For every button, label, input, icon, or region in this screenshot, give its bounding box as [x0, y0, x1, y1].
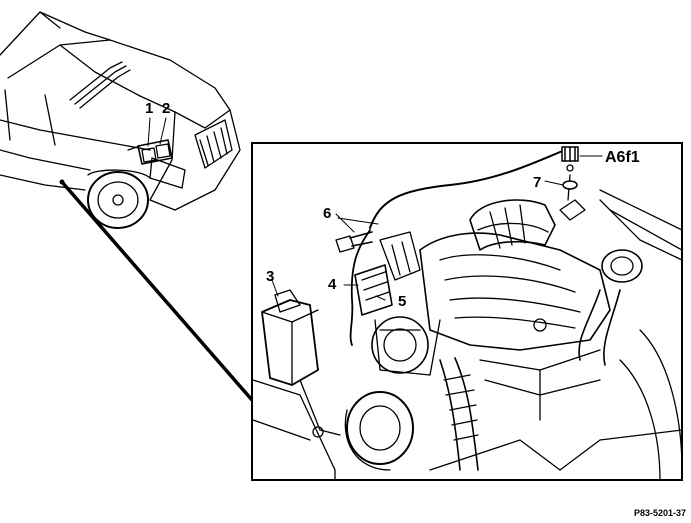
- callout-2: 2: [162, 100, 170, 117]
- detail-leader-line: [60, 180, 254, 402]
- callout-3: 3: [266, 268, 274, 285]
- callout-4: 4: [328, 276, 337, 293]
- callout-6: 6: [323, 205, 331, 222]
- callout-7: 7: [533, 174, 541, 191]
- sensor-a6f1-icon: [561, 146, 579, 190]
- detail-frame: [251, 142, 683, 481]
- figure-code: P83-5201-37: [634, 508, 686, 518]
- callout-leaders: [271, 155, 603, 301]
- callout-1: 1: [145, 100, 153, 117]
- engine-detail: [253, 149, 681, 479]
- callout-5: 5: [398, 293, 406, 310]
- callout-a6f1: A6f1: [605, 149, 640, 166]
- car-overview: [0, 11, 241, 229]
